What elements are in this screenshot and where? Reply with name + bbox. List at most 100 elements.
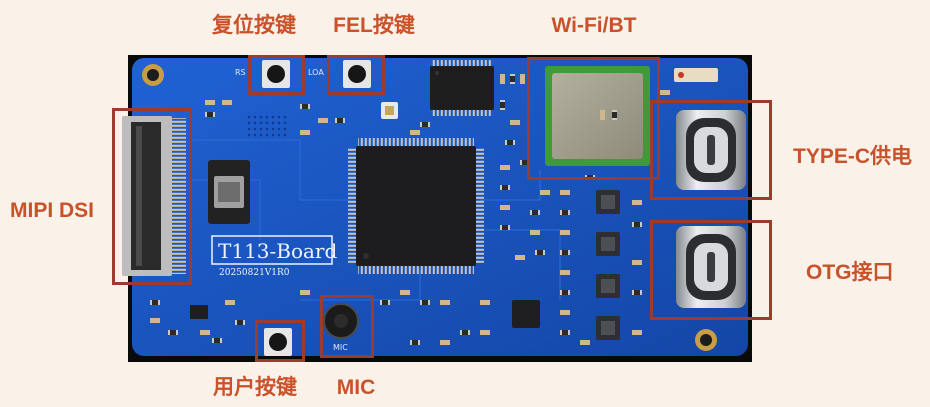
smd-capacitor <box>480 330 490 335</box>
smd-resistor <box>560 330 570 335</box>
smd-capacitor <box>560 190 570 195</box>
main-soc-chip <box>348 138 484 274</box>
led-lens <box>385 106 394 115</box>
smd-capacitor <box>500 165 510 170</box>
board-version: 20250821V1R0 <box>219 268 290 278</box>
smd-terminal <box>212 338 214 343</box>
reset-button <box>262 60 290 88</box>
power-inductors <box>596 190 620 340</box>
smd-terminal <box>213 112 215 117</box>
usb-type-c-power-connector <box>676 110 746 190</box>
smd-resistor <box>612 110 617 120</box>
smd-terminal <box>500 100 505 102</box>
reset-silkscreen: RS <box>235 68 246 77</box>
smd-terminal <box>343 118 345 123</box>
board-connector <box>208 160 250 224</box>
smd-capacitor <box>515 255 525 260</box>
board-silkscreen: T113-Board 20250821V1R0 RS LOA MIC <box>211 68 348 352</box>
smd-terminal <box>560 330 562 335</box>
smd-terminal <box>520 160 522 165</box>
smd-capacitor <box>530 230 540 235</box>
via-grid <box>248 112 288 140</box>
usb-otg-connector <box>676 226 746 308</box>
smd-capacitor <box>222 100 232 105</box>
smd-capacitor <box>300 290 310 295</box>
user-button-label: 用户按键 <box>213 376 297 399</box>
smd-resistor <box>500 100 505 110</box>
smd-capacitor <box>580 340 590 345</box>
mipi-dsi-highlight <box>112 108 192 285</box>
smd-resistor <box>535 250 545 255</box>
type-c-power-highlight <box>650 100 772 200</box>
wifi-bt-module <box>545 66 650 166</box>
smd-resistor <box>632 290 642 295</box>
smd-terminal <box>335 118 337 123</box>
wifi-bt-highlight <box>527 57 660 180</box>
smd-capacitor <box>520 74 525 84</box>
smd-capacitor <box>500 74 505 84</box>
smd-resistor <box>520 160 530 165</box>
smd-capacitor <box>660 90 670 95</box>
smd-terminal <box>612 110 617 112</box>
load-silkscreen: LOA <box>308 68 324 77</box>
smd-terminal <box>380 300 382 305</box>
smd-terminal <box>460 330 462 335</box>
smd-terminal <box>632 222 634 227</box>
top-ic-chip <box>430 60 494 116</box>
smd-terminal <box>220 338 222 343</box>
mic-silkscreen: MIC <box>333 343 348 352</box>
user-button <box>264 328 292 356</box>
smd-terminal <box>500 185 502 190</box>
smd-terminal <box>428 300 430 305</box>
smd-terminal <box>420 122 422 127</box>
smd-terminal <box>510 74 515 76</box>
smd-terminal <box>176 330 178 335</box>
smd-terminal <box>560 210 562 215</box>
type-c-power-label: TYPE-C供电 <box>793 145 913 168</box>
fel-button-highlight <box>327 55 385 95</box>
smd-terminal <box>500 108 505 110</box>
otg-port-highlight <box>650 220 772 320</box>
smd-terminal <box>468 330 470 335</box>
smd-capacitor <box>440 300 450 305</box>
smd-terminal <box>420 300 422 305</box>
smd-resistor <box>505 140 515 145</box>
smd-capacitor <box>440 340 450 345</box>
smd-terminal <box>388 300 390 305</box>
smd-capacitor <box>410 130 420 135</box>
smd-resistor <box>150 300 160 305</box>
fel-button <box>343 60 371 88</box>
smd-capacitor <box>510 120 520 125</box>
smd-resistor <box>335 118 345 123</box>
smd-resistor <box>380 300 390 305</box>
smd-capacitor <box>560 270 570 275</box>
smd-terminal <box>158 300 160 305</box>
smd-terminal <box>500 225 502 230</box>
smd-terminal <box>428 122 430 127</box>
smd-resistor <box>205 112 215 117</box>
crystal-component <box>674 68 718 82</box>
smd-terminal <box>505 140 507 145</box>
smd-capacitor <box>480 300 490 305</box>
smd-resistor <box>212 338 222 343</box>
otg-port-label: OTG接口 <box>806 261 894 284</box>
mic-highlight <box>320 295 374 358</box>
smd-resistor <box>510 74 515 84</box>
smd-terminal <box>410 340 412 345</box>
mipi-dsi-label: MIPI DSI <box>10 199 95 222</box>
smd-resistor <box>420 122 430 127</box>
smd-capacitor <box>540 190 550 195</box>
smd-resistor <box>420 300 430 305</box>
smd-terminal <box>418 340 420 345</box>
mic-label: MIC <box>336 376 376 399</box>
smd-resistor <box>410 340 420 345</box>
smd-terminal <box>538 210 540 215</box>
reset-button-highlight <box>248 55 305 95</box>
smd-terminal <box>150 300 152 305</box>
smd-terminal <box>513 140 515 145</box>
small-ic-chip <box>512 300 540 328</box>
smd-capacitor <box>600 110 605 120</box>
smd-terminal <box>632 290 634 295</box>
smd-terminal <box>243 320 245 325</box>
